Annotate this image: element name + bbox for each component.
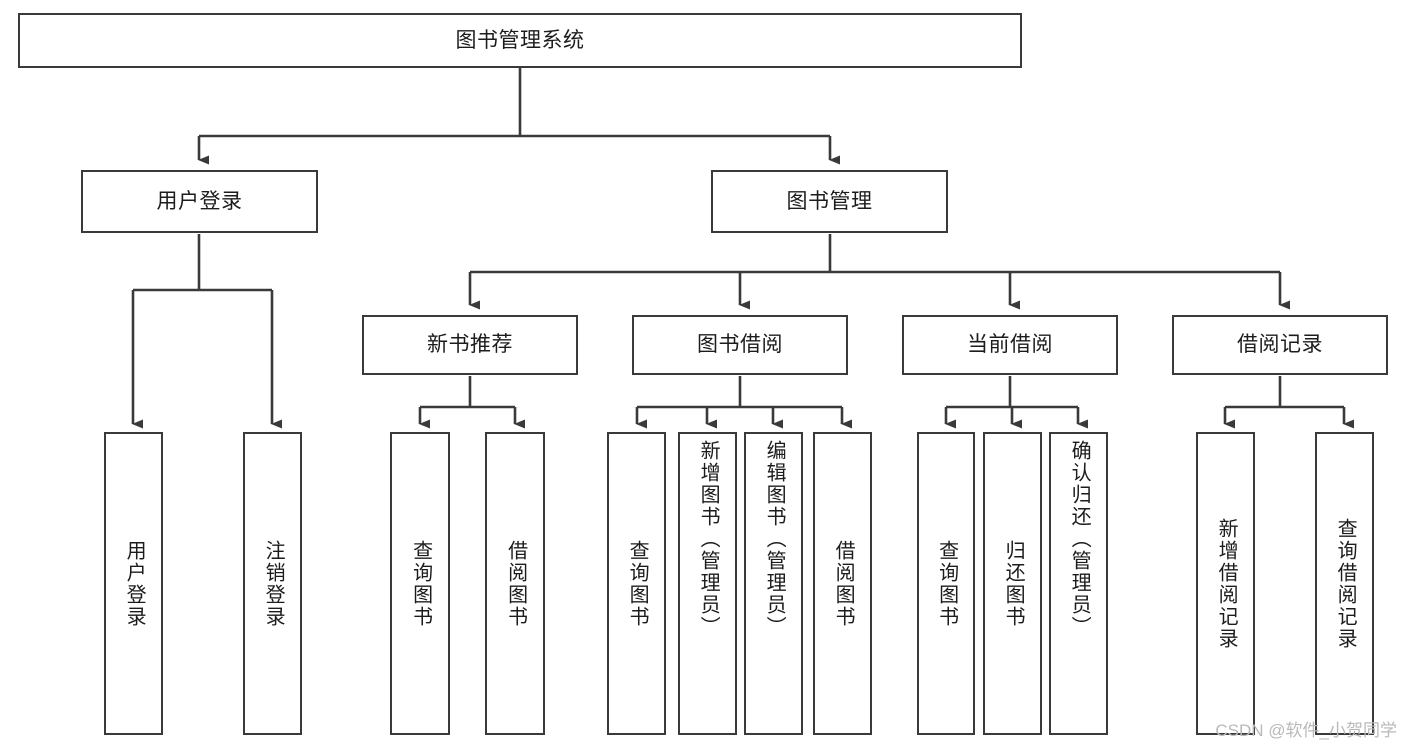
node-label: 注销登录: [262, 539, 285, 628]
leaf-user-login[interactable]: 用户登录: [104, 432, 163, 735]
node-label: 用户登录: [123, 539, 146, 628]
leaf-borrow-book-borrow[interactable]: 借阅图书: [813, 432, 872, 735]
node-label: 新增借阅记录: [1215, 517, 1238, 650]
node-user-login[interactable]: 用户登录: [81, 170, 318, 233]
node-label: 新增图书（管理员）: [697, 440, 720, 638]
node-label: 借阅图书: [832, 539, 855, 628]
node-label: 图书管理: [786, 189, 873, 213]
leaf-query-book-borrow[interactable]: 查询图书: [607, 432, 666, 735]
node-label: 查询图书: [626, 539, 649, 628]
node-label: 图书借阅: [697, 333, 783, 357]
node-label: 借阅图书: [504, 539, 527, 628]
node-current-borrow[interactable]: 当前借阅: [902, 315, 1118, 375]
leaf-edit-book-admin[interactable]: 编辑图书（管理员）: [744, 432, 803, 735]
node-root-book-management-system[interactable]: 图书管理系统: [18, 13, 1022, 68]
leaf-query-borrow-record[interactable]: 查询借阅记录: [1315, 432, 1374, 735]
node-label: 图书管理系统: [455, 28, 585, 52]
node-label: 新书推荐: [427, 333, 513, 357]
node-new-book-recommend[interactable]: 新书推荐: [362, 315, 578, 375]
node-label: 当前借阅: [967, 333, 1053, 357]
leaf-logout-login[interactable]: 注销登录: [243, 432, 302, 735]
node-label: 用户登录: [156, 189, 243, 213]
node-label: 借阅记录: [1237, 333, 1323, 357]
node-label: 归还图书: [1002, 539, 1025, 628]
leaf-confirm-return-admin[interactable]: 确认归还（管理员）: [1049, 432, 1108, 735]
node-label: 查询借阅记录: [1334, 517, 1357, 650]
node-label: 查询图书: [409, 539, 432, 628]
leaf-borrow-book-recommend[interactable]: 借阅图书: [485, 432, 545, 735]
node-label: 查询图书: [935, 539, 958, 628]
node-label: 编辑图书（管理员）: [763, 440, 786, 638]
watermark-text: CSDN @软件_小贺同学: [1215, 721, 1397, 740]
leaf-add-borrow-record[interactable]: 新增借阅记录: [1196, 432, 1255, 735]
leaf-return-book[interactable]: 归还图书: [983, 432, 1042, 735]
node-book-management[interactable]: 图书管理: [711, 170, 948, 233]
node-borrow-record[interactable]: 借阅记录: [1172, 315, 1388, 375]
leaf-query-book-recommend[interactable]: 查询图书: [390, 432, 450, 735]
leaf-query-book-current[interactable]: 查询图书: [917, 432, 975, 735]
leaf-add-book-admin[interactable]: 新增图书（管理员）: [678, 432, 737, 735]
node-book-borrow[interactable]: 图书借阅: [632, 315, 848, 375]
node-label: 确认归还（管理员）: [1068, 440, 1091, 638]
